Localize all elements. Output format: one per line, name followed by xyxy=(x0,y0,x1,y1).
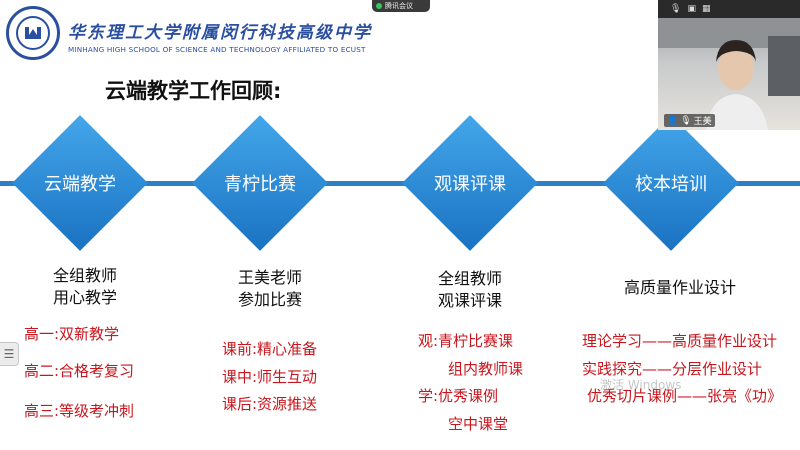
video-panel[interactable]: 🎙 ▣ ▦ 👤 🎙 王美 xyxy=(658,0,800,130)
microphone-icon[interactable]: 🎙 xyxy=(670,4,682,14)
list-col3-item2: 组内教师课 xyxy=(448,360,524,378)
desc-col3-line1: 全组教师 xyxy=(437,269,502,288)
meeting-status-icon xyxy=(376,3,382,9)
school-name-cn: 华东理工大学附属闵行科技高级中学 xyxy=(68,23,372,43)
desc-col3-line2: 观课评课 xyxy=(437,291,502,310)
slide-title: 云端教学工作回顾: xyxy=(105,79,282,103)
list-col1-item2: 高二:合格考复习 xyxy=(24,362,135,380)
school-logo xyxy=(6,6,60,60)
desc-col2-line2: 参加比赛 xyxy=(237,290,302,309)
list-col1-item1: 高一:双新教学 xyxy=(24,325,120,343)
list-col2-item3: 课后:资源推送 xyxy=(222,395,318,413)
list-col3-item4: 空中课堂 xyxy=(448,415,509,433)
participant-video-feed xyxy=(658,18,800,130)
diamond-label-guanke: 观课评课 xyxy=(434,174,506,195)
desc-col2-line1: 王美老师 xyxy=(237,268,302,287)
list-col3-item3: 学:优秀课例 xyxy=(418,387,499,405)
meeting-toolbar[interactable]: 腾讯会议 xyxy=(372,0,430,12)
school-emblem-icon xyxy=(16,16,50,50)
list-col4-item1: 理论学习——高质量作业设计 xyxy=(582,332,778,350)
school-name-en: MINHANG HIGH SCHOOL OF SCIENCE AND TECHN… xyxy=(68,45,366,54)
participant-silhouette-icon xyxy=(658,18,800,130)
mic-small-icon: 🎙 xyxy=(680,115,692,126)
participant-name: 王美 xyxy=(693,117,712,127)
list-col3-item1: 观:青柠比赛课 xyxy=(418,332,514,350)
grid-icon[interactable]: ▦ xyxy=(701,4,711,14)
participant-name-tag: 👤 🎙 王美 xyxy=(664,114,715,127)
diamond-label-xiaoben: 校本培训 xyxy=(635,174,707,195)
list-col4-item3: 优秀切片课例——张亮《功》 xyxy=(587,387,783,405)
person-icon: 👤 xyxy=(667,115,679,126)
side-menu-handle[interactable]: ☰ xyxy=(0,342,19,366)
desc-col1-line2: 用心教学 xyxy=(52,288,117,307)
windows-watermark: 激活 Windows xyxy=(600,378,682,392)
diamond-label-qingning: 青柠比赛 xyxy=(224,174,296,195)
camera-icon[interactable]: ▣ xyxy=(687,4,696,14)
list-col1-item3: 高三:等级考冲刺 xyxy=(24,402,135,420)
meeting-label: 腾讯会议 xyxy=(385,2,413,10)
diamond-label-yunduan: 云端教学 xyxy=(44,174,116,195)
timeline-line xyxy=(0,181,800,186)
list-col2-item1: 课前:精心准备 xyxy=(222,340,318,358)
desc-col4-line1: 高质量作业设计 xyxy=(623,278,736,297)
desc-col1-line1: 全组教师 xyxy=(52,266,117,285)
list-col2-item2: 课中:师生互动 xyxy=(222,368,318,386)
video-toolbar: 🎙 ▣ ▦ xyxy=(658,0,800,18)
menu-icon: ☰ xyxy=(3,347,15,361)
list-col4-item2: 实践探究——分层作业设计 xyxy=(582,360,763,378)
